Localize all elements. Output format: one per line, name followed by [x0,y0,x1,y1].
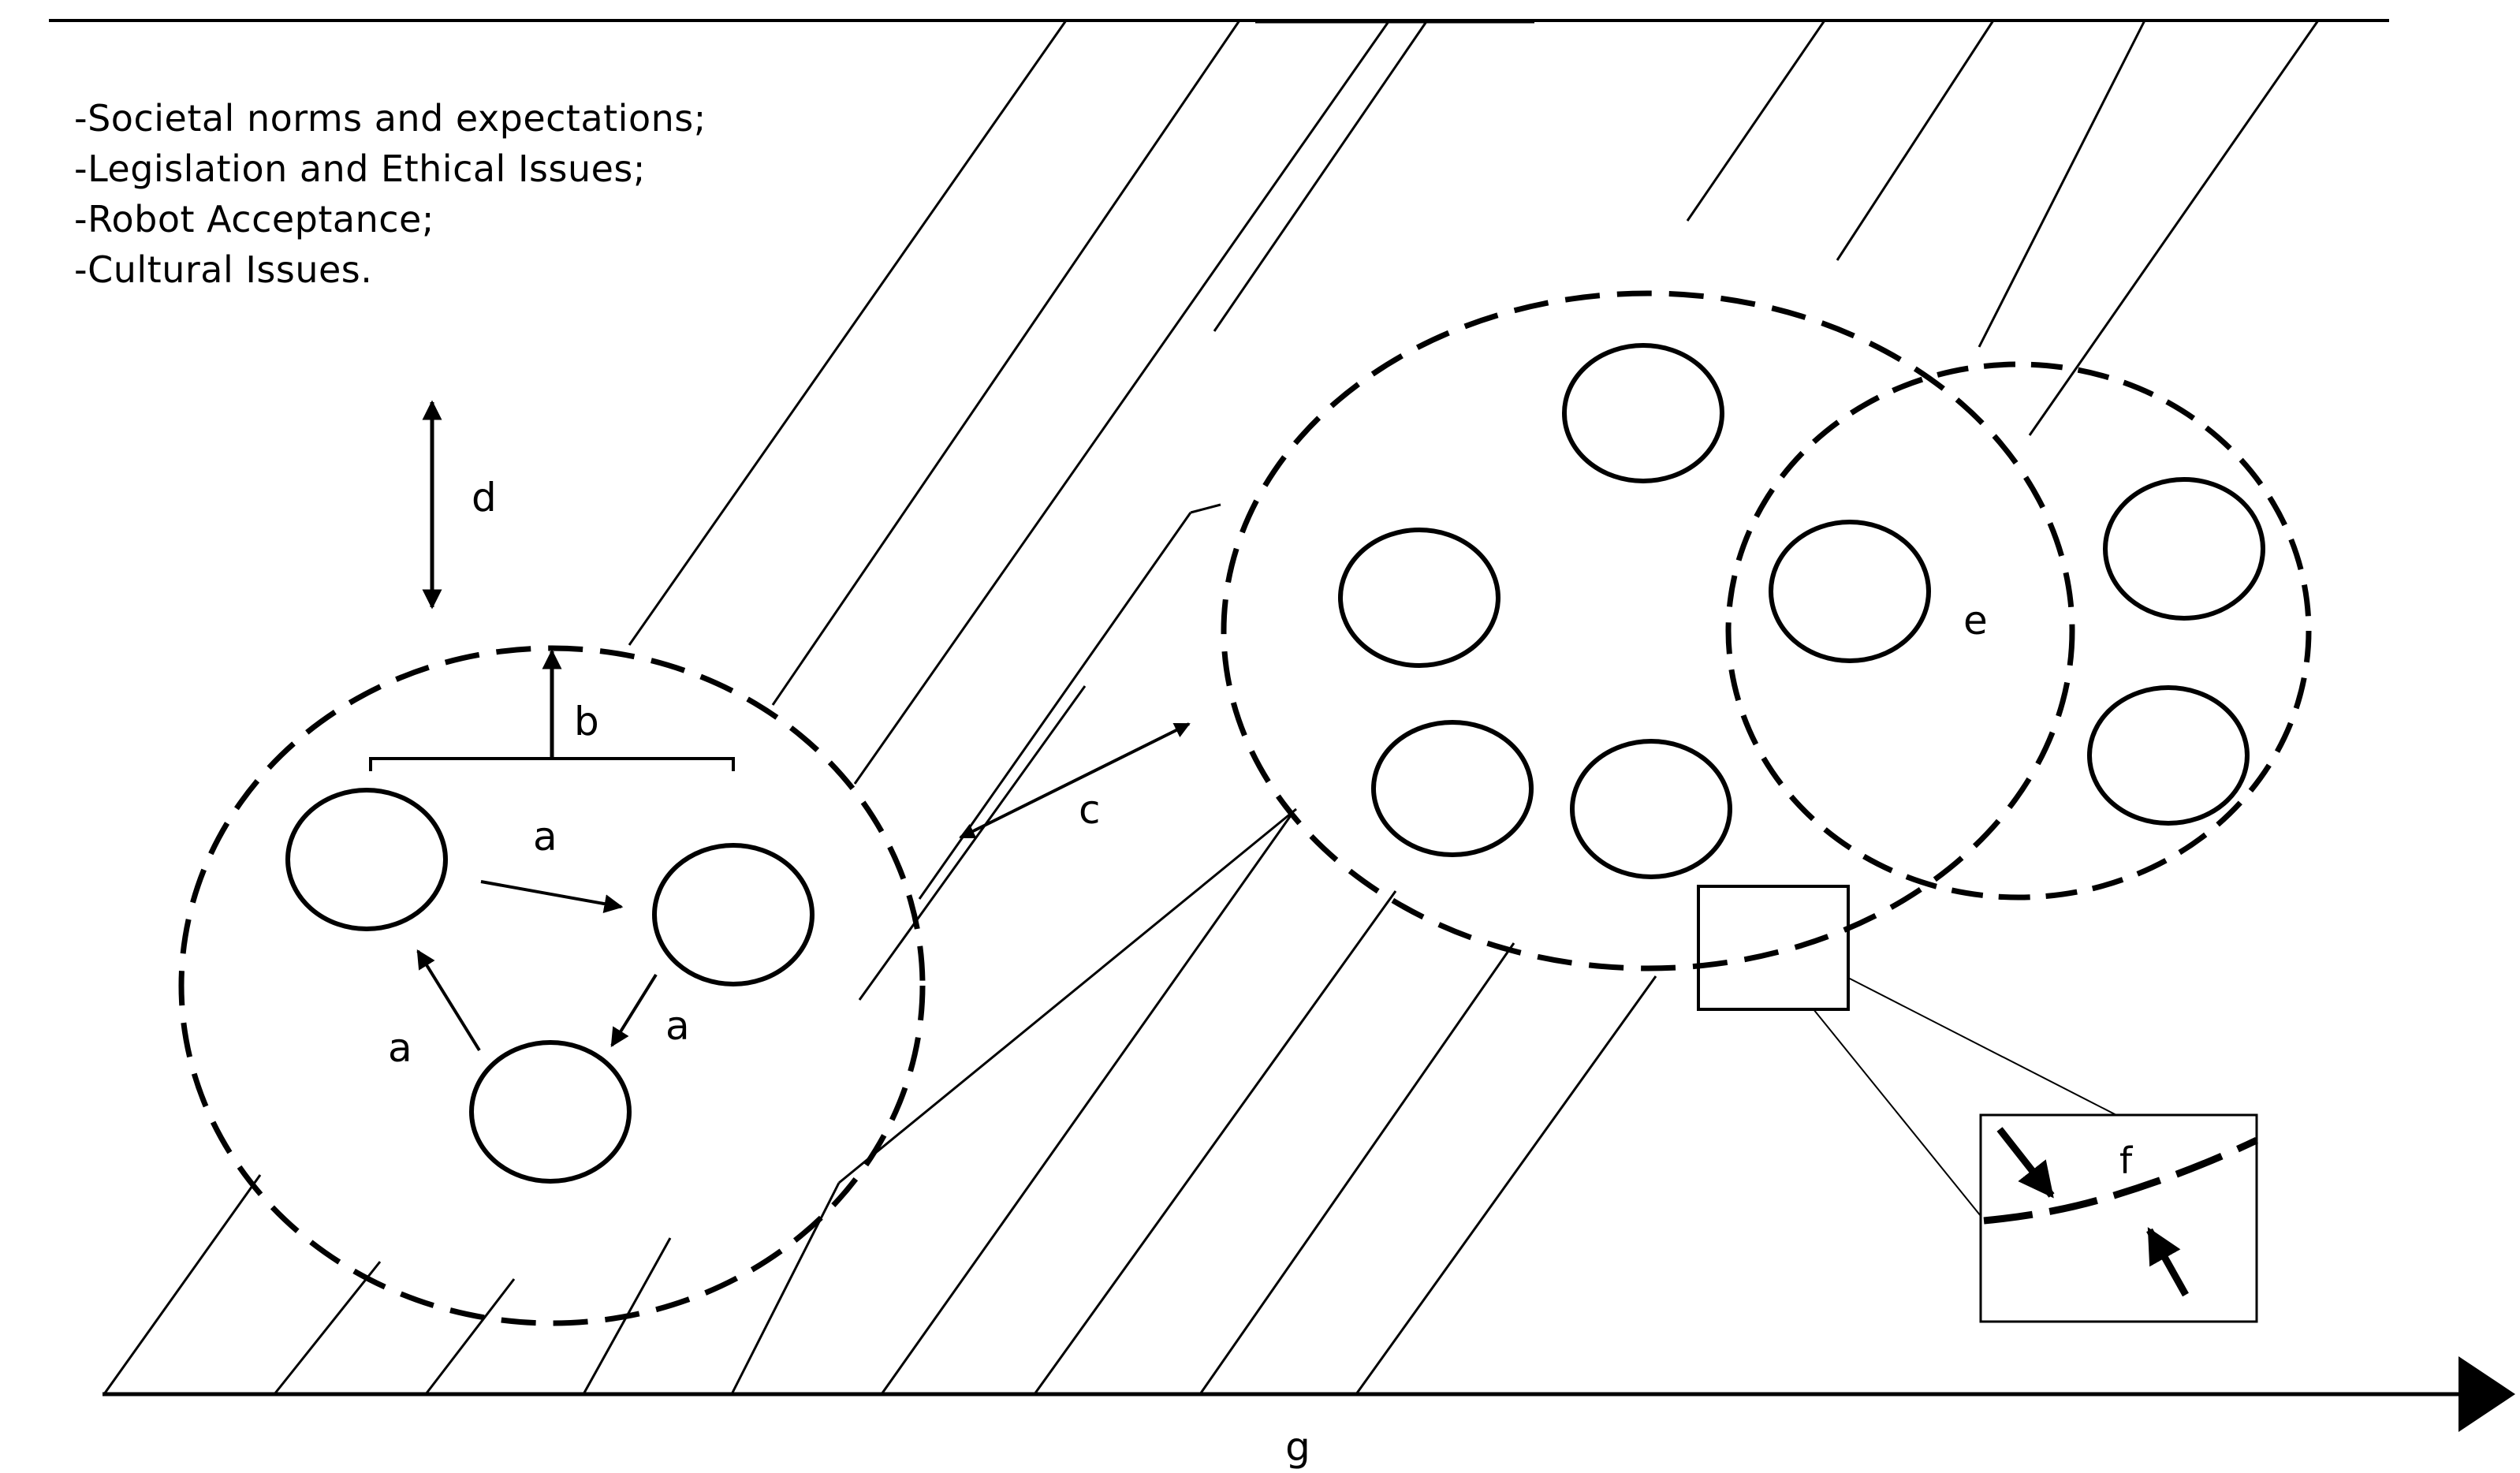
left-group-boundary [178,645,926,1326]
subgroup-e-boundary [1725,361,2312,901]
left-member-3 [469,1040,632,1184]
arrow-a2 [610,973,658,1048]
label-g: g [1285,1424,1310,1470]
hatch-line [838,807,1297,1184]
factors-list: -Societal norms and expectations; -Legis… [74,93,706,295]
label-b: b [574,699,599,744]
hatch-line [880,811,1295,1395]
arrow-a1 [480,880,624,913]
hatch-line [1978,20,2146,348]
factor-item: -Cultural Issues. [74,248,373,291]
label-f: f [2119,1139,2134,1182]
subgroup-member-3 [2087,685,2250,826]
hatch-line [2028,20,2320,436]
hatch-line [1355,975,1657,1395]
axis-g-arrowhead [2458,1356,2515,1432]
subgroup-member-2 [2103,477,2265,621]
zoom-box [1697,885,1850,1011]
inset-arrow-bottom [2146,1227,2189,1297]
zoom-connector [1847,977,2117,1116]
bracket-b [369,757,735,771]
inset-arrow-top [1996,1127,2055,1199]
hatch-line [103,1174,262,1395]
right-member-1 [1562,343,1724,483]
inset-boundary-segment [1983,1136,2258,1225]
hatch-line [1213,20,1429,332]
hatch-line [858,685,1087,1001]
label-a3: a [388,1025,412,1071]
hatch-line [424,1278,516,1395]
subgroup-member-1 [1769,520,1931,663]
right-group-boundary [1221,290,2075,971]
hatch-line [918,512,1192,900]
hatch-line [1686,20,1826,222]
factor-item: -Robot Acceptance; [74,198,434,241]
arrow-c [959,722,1191,839]
factor-item: -Legislation and Ethical Issues; [74,147,646,190]
label-c: c [1079,787,1101,833]
factor-item: -Societal norms and expectations; [74,97,706,140]
hatch-line [1033,890,1397,1395]
right-member-4 [1570,739,1732,879]
zoom-connector [1813,1009,1981,1217]
hatch-line [1836,20,1995,261]
hatch-line [730,1182,841,1395]
right-member-3 [1371,720,1534,857]
hatch-line [628,20,1068,646]
right-member-2 [1338,528,1500,668]
left-member-1 [285,788,448,931]
left-member-2 [652,843,815,986]
hatch-line [771,20,1241,706]
label-a2: a [665,1003,690,1049]
hatch-line [1198,942,1515,1395]
label-d: d [472,475,497,520]
arrow-a3 [416,949,481,1052]
hatch-line [1190,503,1221,514]
hatch-line [853,20,1391,785]
label-a1: a [533,814,557,860]
label-e: e [1963,598,1988,643]
hatch-line [273,1261,382,1395]
